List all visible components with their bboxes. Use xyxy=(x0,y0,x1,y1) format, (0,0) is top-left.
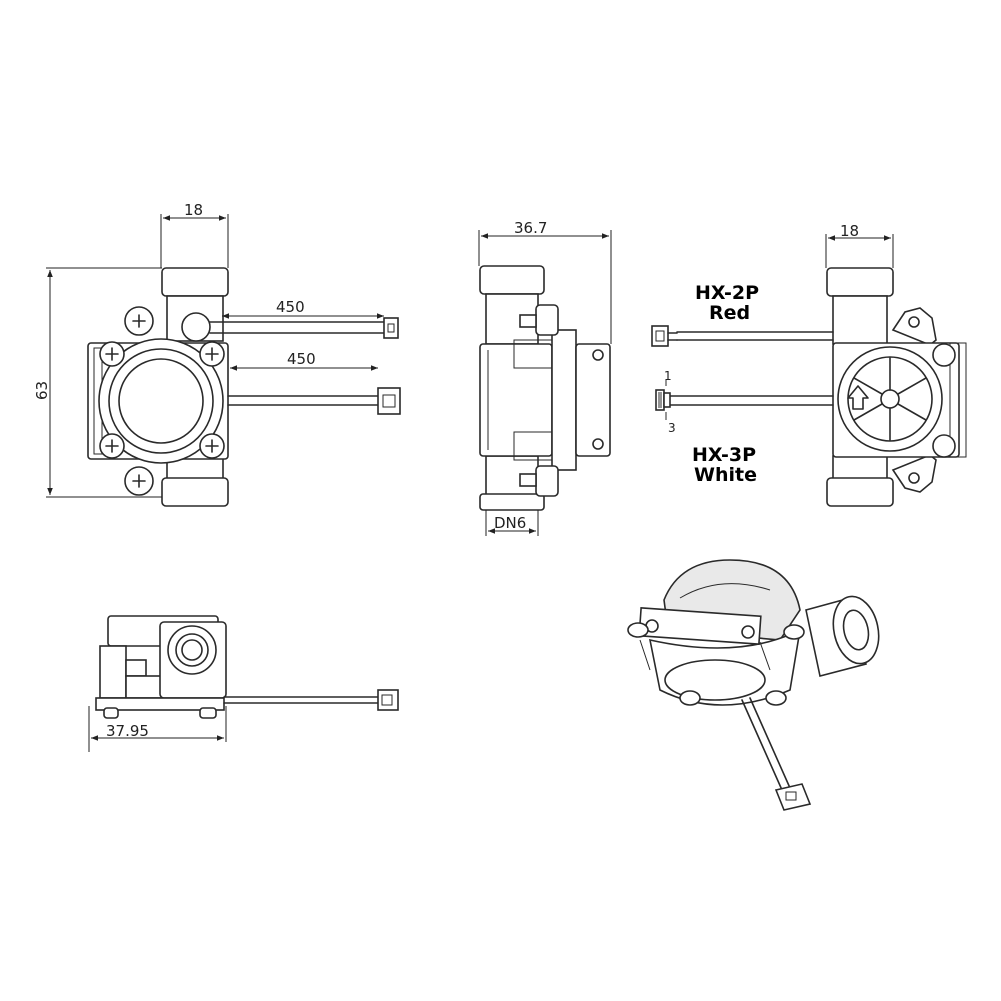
dim-side-port: DN6 xyxy=(494,514,526,532)
dim-side-width: 36.7 xyxy=(514,219,547,237)
bottom-view xyxy=(95,615,399,719)
bottom-dimensions: 37.95 xyxy=(88,706,227,752)
connector-labels: HX-2P Red HX-3P White xyxy=(692,282,759,486)
back-view xyxy=(651,267,967,507)
dim-cable-upper: 450 xyxy=(276,298,305,316)
screw-icon xyxy=(199,341,225,367)
back-dimensions: 18 1 3 xyxy=(664,222,894,435)
label-hx-3p: HX-3P xyxy=(692,444,756,466)
label-red: Red xyxy=(709,302,750,324)
dim-front-width: 18 xyxy=(184,201,203,219)
pin-number-last: 3 xyxy=(668,421,676,435)
isometric-view xyxy=(627,559,880,811)
screw-icon xyxy=(99,433,125,459)
label-hx-2p: HX-2P xyxy=(695,282,759,304)
label-white: White xyxy=(694,464,757,486)
dim-bottom-length: 37.95 xyxy=(106,722,149,740)
dim-front-height: 63 xyxy=(33,381,51,400)
side-dimensions: 36.7 DN6 xyxy=(478,219,612,536)
front-dimensions: 18 63 450 450 xyxy=(33,201,384,498)
dim-back-width: 18 xyxy=(840,222,859,240)
dim-cable-lower: 450 xyxy=(287,350,316,368)
pin-number-first: 1 xyxy=(664,369,672,383)
side-view xyxy=(479,265,611,511)
flow-direction-arrow-icon xyxy=(847,385,869,410)
screw-icon xyxy=(99,341,125,367)
screw-icon xyxy=(199,433,225,459)
impeller-icon xyxy=(853,357,927,441)
front-view xyxy=(87,267,401,507)
